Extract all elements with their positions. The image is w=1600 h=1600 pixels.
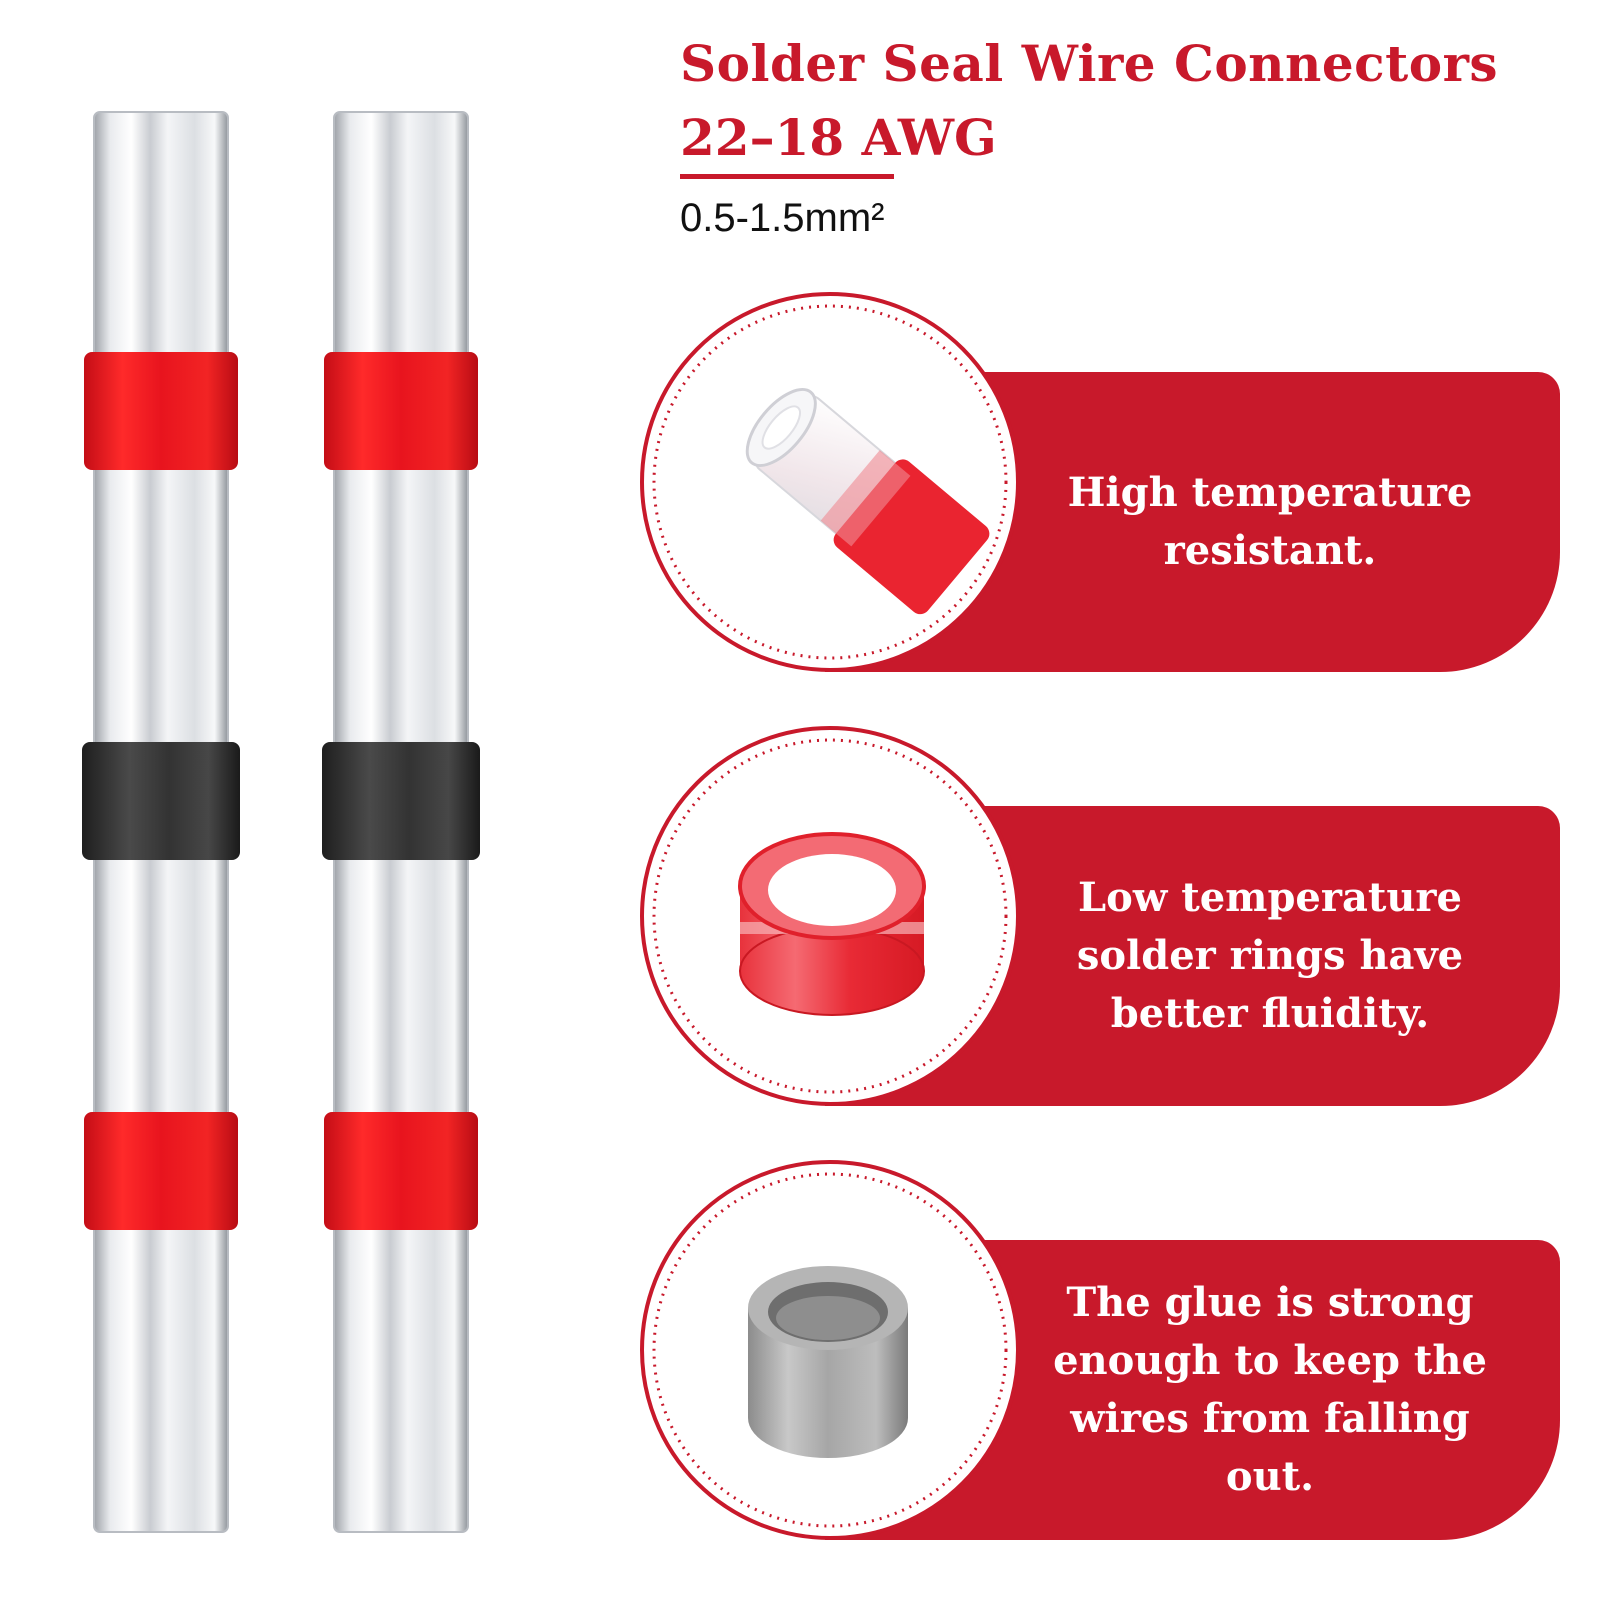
title-underline [680, 174, 894, 179]
feature-text: Low temperature solder rings have better… [1076, 874, 1464, 1037]
metal-sleeve-icon [640, 1160, 1020, 1540]
connector-tube-1 [82, 111, 240, 1533]
feature-text: The glue is strong enough to keep the wi… [1053, 1279, 1487, 1500]
red-band-top [84, 352, 238, 470]
heat-shrink-tube-icon [640, 292, 1020, 672]
feature-strong-glue: The glue is strong enough to keep the wi… [640, 1160, 1560, 1550]
red-band-bottom [324, 1112, 478, 1230]
black-band-middle [82, 742, 240, 860]
size-label: 0.5-1.5mm² [680, 196, 885, 240]
feature-text: High temperature resistant. [1067, 469, 1473, 574]
gauge-label: 22–18 AWG [680, 108, 997, 167]
red-band-top [324, 352, 478, 470]
connector-tubes-illustration [82, 111, 480, 1533]
red-band-bottom [84, 1112, 238, 1230]
black-band-middle [322, 742, 480, 860]
solder-ring-icon [640, 726, 1020, 1106]
page-title: Solder Seal Wire Connectors [680, 34, 1499, 93]
connector-tube-2 [322, 111, 480, 1533]
feature-solder-rings: Low temperature solder rings have better… [640, 726, 1560, 1116]
feature-high-temperature: High temperature resistant. [640, 292, 1560, 682]
